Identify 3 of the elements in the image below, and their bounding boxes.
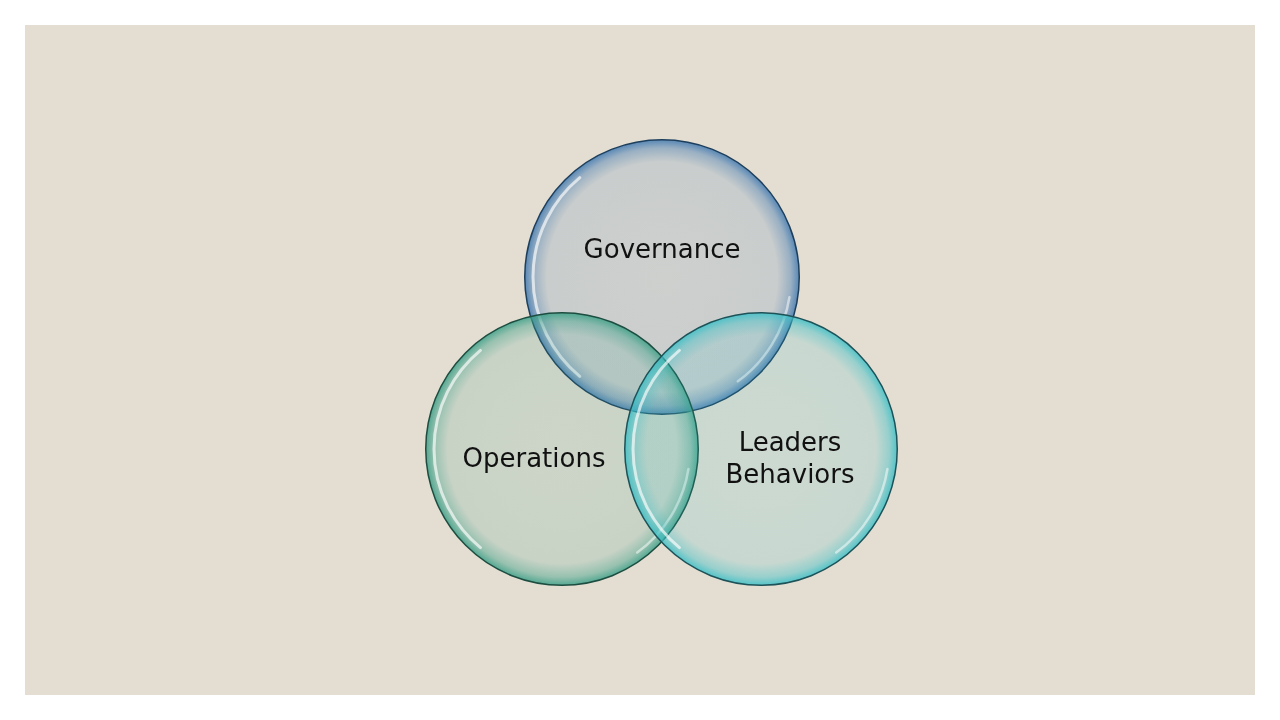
circle-label: Leaders Behaviors — [724, 426, 856, 490]
circle-label: Governance — [583, 233, 741, 265]
circle-label: Operations — [462, 442, 606, 474]
